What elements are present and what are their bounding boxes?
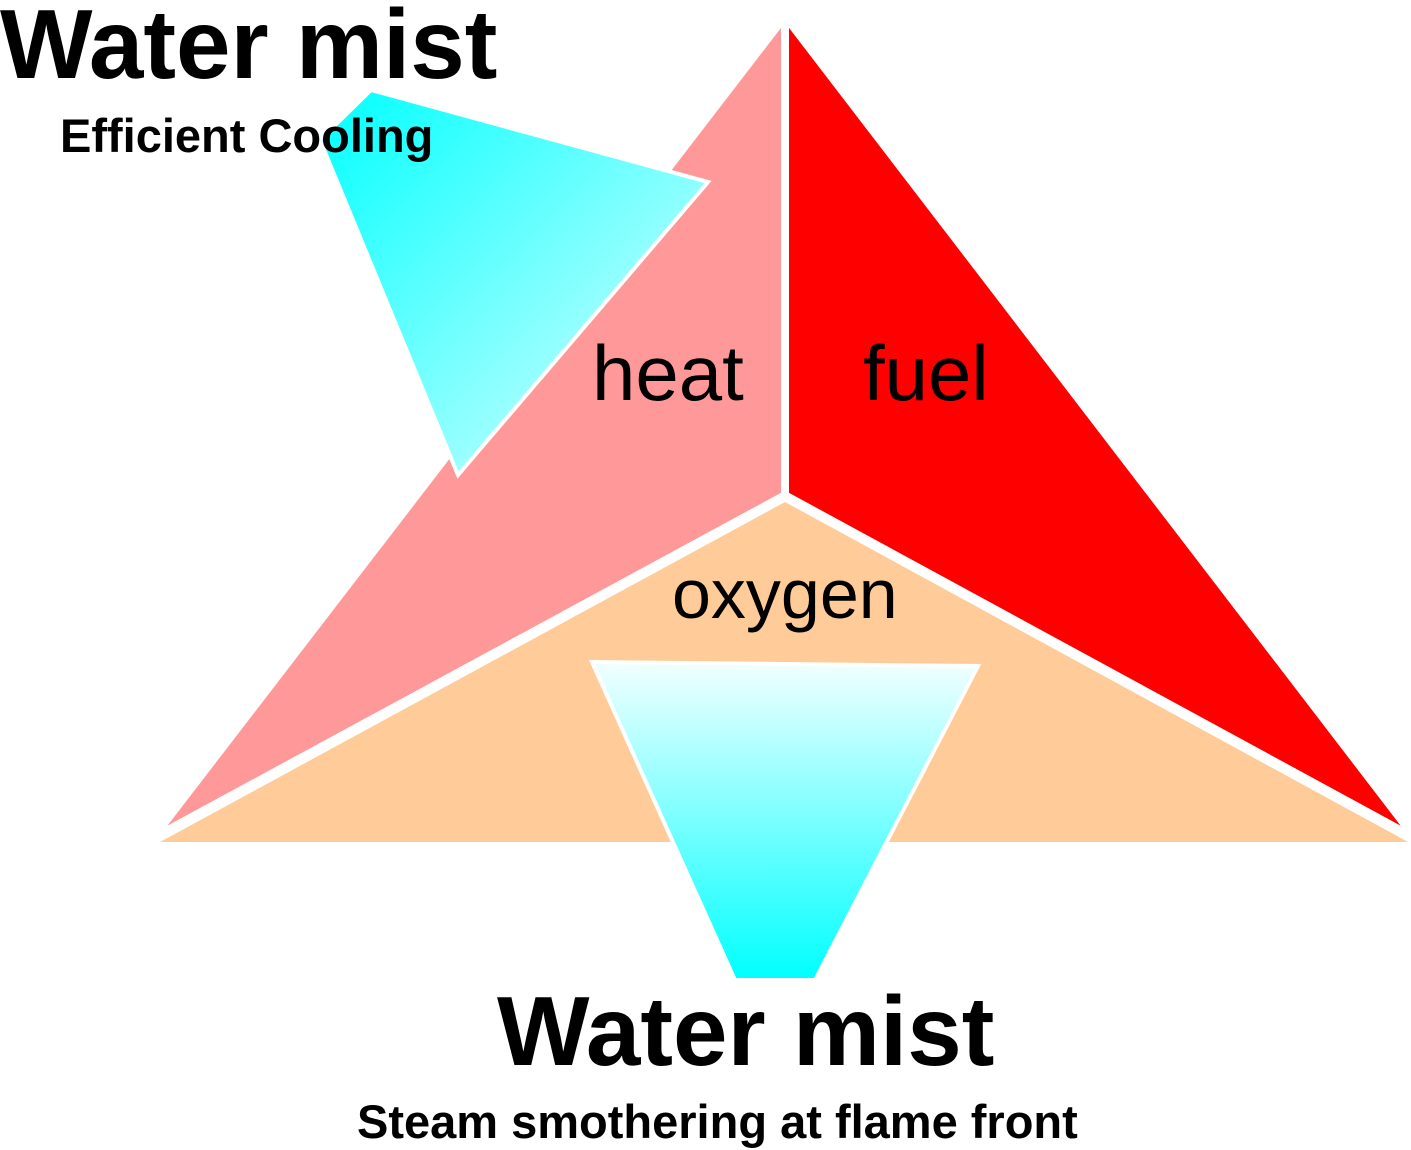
top-water-mist-arrow (317, 87, 712, 479)
top-subtitle: Efficient Cooling (60, 109, 433, 162)
top-title: Water mist (0, 0, 497, 99)
fuel-label: fuel (863, 329, 989, 417)
bottom-title: Water mist (497, 976, 994, 1086)
bottom-subtitle: Steam smothering at flame front (357, 1095, 1078, 1148)
heat-label: heat (592, 329, 744, 417)
fuel-segment (785, 16, 1410, 834)
bottom-water-mist-arrow (588, 659, 982, 982)
oxygen-label: oxygen (672, 555, 898, 633)
